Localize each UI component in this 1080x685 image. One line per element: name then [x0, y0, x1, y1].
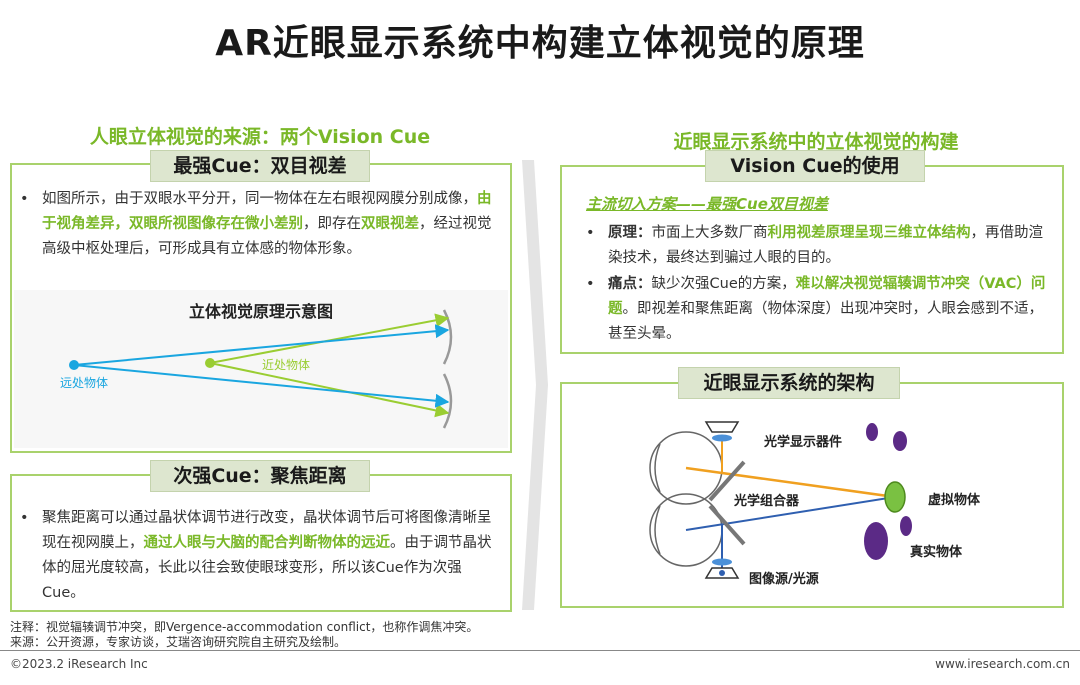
image-source-device [704, 558, 740, 579]
stereo-diagram: 立体视觉原理示意图 远处物体 近处物体 [14, 290, 508, 448]
copyright: ©2023.2 iResearch Inc [10, 657, 148, 671]
mainstream-subheading: 主流切入方案——最强Cue双目视差 [586, 195, 828, 213]
lower-eye-arc [442, 373, 453, 429]
far-ray-lower [73, 364, 450, 408]
left-section-heading: 人眼立体视觉的来源：两个Vision Cue [89, 126, 431, 148]
source-note: 来源：公开资源，专家访谈，艾瑞咨询研究院自主研究及绘制。 [10, 635, 347, 649]
footnote: 注释：视觉辐辏调节冲突，即Vergence-accommodation conf… [10, 620, 479, 634]
far-ray-upper [73, 324, 450, 366]
stereo-diagram-title: 立体视觉原理示意图 [188, 302, 333, 321]
footer-divider [0, 650, 1080, 651]
label-image-source: 图像源/光源 [749, 572, 819, 587]
website-link[interactable]: www.iresearch.com.cn [935, 657, 1070, 671]
far-object-label: 远处物体 [60, 376, 109, 390]
tab-binocular-disparity: 最强Cue：双目视差 [150, 150, 370, 182]
focus-panel [10, 474, 512, 612]
label-real-object: 真实物体 [910, 545, 963, 560]
label-optical-combiner: 光学组合器 [734, 494, 800, 509]
chevron-divider-icon [522, 160, 548, 610]
near-object-label: 近处物体 [262, 358, 311, 372]
real-object-purple [864, 522, 888, 560]
floating-object-2 [893, 431, 907, 451]
architecture-diagram [649, 421, 912, 579]
stereo-diagram-svg [69, 309, 453, 429]
virtual-object-green [884, 481, 906, 513]
bullet-dot: • [20, 510, 29, 526]
pain-point-text: 痛点：缺少次强Cue的方案，难以解决视觉辐辏调节冲突（VAC）问题。即视差和聚焦… [608, 276, 1046, 342]
bullet-dot: • [586, 276, 595, 292]
pain-point-bullet: • 痛点：缺少次强Cue的方案，难以解决视觉辐辏调节冲突（VAC）问题。即视差和聚… [586, 272, 1046, 347]
principle-bullet: • 原理：市面上大多数厂商利用视差原理呈现三维立体结构，再借助渲染技术，最终达到骗… [586, 221, 1046, 271]
tab-vision-cue: Vision Cue的使用 [705, 150, 925, 182]
page-title: AR近眼显示系统中构建立体视觉的原理 [215, 23, 865, 64]
blue-ray-virtual [685, 496, 896, 531]
label-optical-display: 光学显示器件 [764, 435, 843, 450]
bullet-dot: • [20, 191, 29, 207]
principle-text: 原理：市面上大多数厂商利用视差原理呈现三维立体结构，再借助渲染技术，最终达到骗过… [608, 225, 1043, 266]
near-ray-lower [209, 362, 450, 418]
focus-text: 聚焦距离可以通过晶状体调节进行改变，晶状体调节后可将图像清晰呈现在视网膜上，通过… [42, 510, 492, 601]
bullet-dot: • [586, 225, 595, 241]
tab-architecture: 近眼显示系统的架构 [678, 367, 900, 399]
tab-focus-distance: 次强Cue：聚焦距离 [150, 460, 370, 492]
far-object-dot [69, 360, 79, 370]
right-section-heading: 近眼显示系统中的立体视觉的构建 [673, 131, 959, 153]
orange-ray-virtual [685, 466, 896, 499]
floating-object-3 [900, 516, 912, 536]
floating-object-1 [866, 423, 878, 441]
binocular-paragraph: • 如图所示，由于双眼水平分开，同一物体在左右眼视网膜分别成像，由于视角差异，双眼… [20, 187, 500, 262]
lower-combiner [708, 504, 746, 546]
optical-display-device [704, 421, 740, 442]
near-object-dot [205, 358, 215, 368]
label-virtual-object: 虚拟物体 [928, 493, 981, 508]
upper-combiner [708, 460, 746, 502]
focus-paragraph: • 聚焦距离可以通过晶状体调节进行改变，晶状体调节后可将图像清晰呈现在视网膜上，通… [20, 506, 500, 606]
binocular-text: 如图所示，由于双眼水平分开，同一物体在左右眼视网膜分别成像，由于视角差异，双眼所… [42, 191, 492, 257]
architecture-panel [560, 382, 1064, 608]
